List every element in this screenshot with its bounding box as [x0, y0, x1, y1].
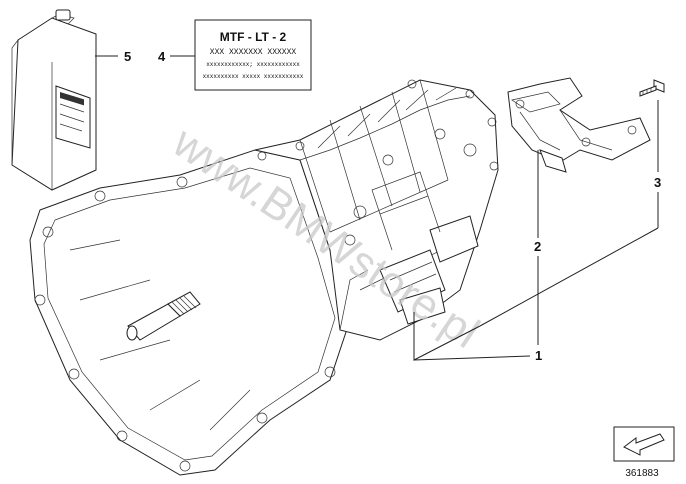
direction-arrow-icon — [613, 426, 675, 462]
hex-bolt — [639, 79, 665, 97]
label-card-line2: XXX XXXXXXX XXXXXX — [210, 48, 297, 57]
callout-2: 2 — [534, 239, 541, 254]
label-card-line3: xxxxxxxxxxxx; xxxxxxxxxxxx — [206, 61, 300, 68]
transmission-drawing — [29, 79, 499, 476]
callout-4: 4 — [158, 49, 166, 64]
diagram-code: 361883 — [625, 468, 659, 479]
leader-lines — [95, 55, 659, 361]
label-card: MTF - LT - 2 XXX XXXXXXX XXXXXX xxxxxxxx… — [194, 19, 312, 91]
gearbox-mount-bracket — [507, 77, 651, 173]
callout-1: 1 — [535, 348, 542, 363]
input-shaft — [126, 291, 201, 341]
oil-bottle — [11, 9, 97, 191]
label-card-line4: xxxxxxxxxx xxxxx xxxxxxxxxxx — [203, 73, 304, 80]
callout-3: 3 — [654, 175, 661, 190]
callout-5: 5 — [124, 49, 131, 64]
label-card-line1: MTF - LT - 2 — [220, 30, 287, 44]
